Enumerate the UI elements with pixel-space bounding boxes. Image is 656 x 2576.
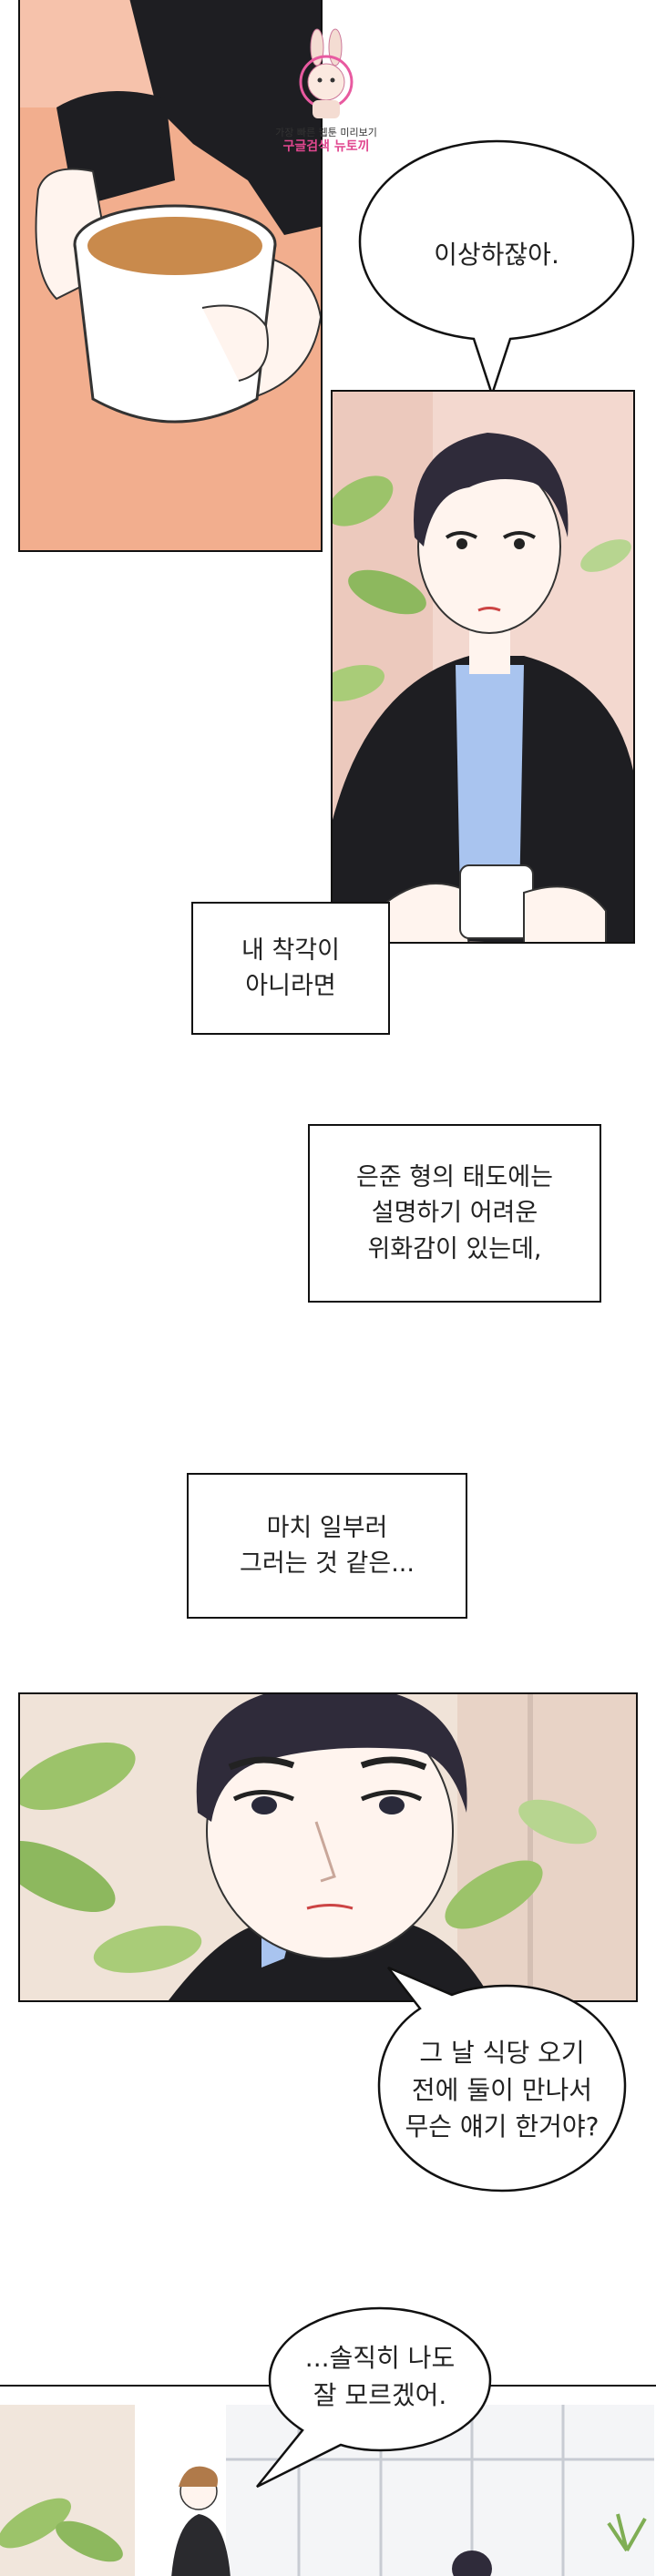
- panel-character-closeup: [18, 1692, 638, 2002]
- rabbit-mascot-icon: [299, 28, 354, 118]
- speech-bubble-3-text: ...솔직히 나도 잘 모르겠어.: [304, 2343, 456, 2410]
- watermark-line2: 구글검색 뉴토끼: [282, 138, 370, 154]
- speech-bubble-3: [256, 2306, 492, 2489]
- coffee-cup-illustration: [20, 0, 321, 550]
- caption-box-3: 마치 일부러 그러는 것 같은...: [187, 1473, 467, 1619]
- caption-box-1: 내 착각이 아니라면: [191, 902, 390, 1035]
- speech-bubble-2-text: 그 날 식당 오기 전에 둘이 만나서 무슨 얘기 한거야?: [405, 2038, 600, 2142]
- character-portrait-illustration: [333, 392, 633, 942]
- speech-bubble-2: [377, 1966, 627, 2193]
- speech-bubble-1-text: 이상하잖아.: [434, 239, 559, 270]
- panel-character-portrait: [331, 390, 635, 944]
- watermark-line1: 가장 빠른 웹툰 미리보기: [275, 127, 377, 138]
- caption-box-2: 은준 형의 태도에는 설명하기 어려운 위화감이 있는데,: [308, 1124, 601, 1303]
- panel-coffee-cup: [18, 0, 323, 552]
- character-closeup-illustration: [20, 1694, 636, 2000]
- watermark: 가장 빠른 웹툰 미리보기 구글검색 뉴토끼: [253, 27, 399, 154]
